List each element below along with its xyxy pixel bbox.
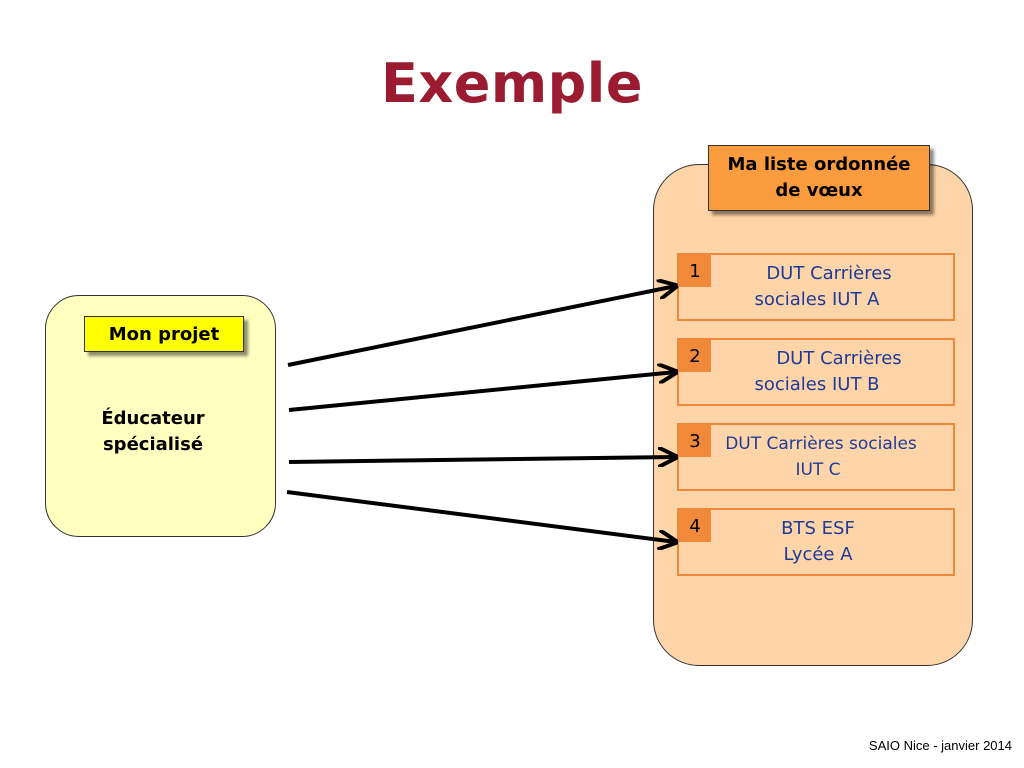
- wishlist-label: Ma liste ordonnée de vœux: [708, 145, 930, 211]
- choice-item-line-1: BTS ESF: [781, 518, 855, 539]
- choice-number-badge: 2: [679, 340, 711, 372]
- choice-number-badge: 3: [679, 425, 711, 457]
- choice-item-text: DUT Carrières sociales IUT B: [679, 346, 953, 398]
- choice-item-line-1: DUT Carrières: [776, 348, 902, 369]
- choice-number-badge: 1: [679, 255, 711, 287]
- choice-item-line-1: DUT Carrières: [766, 263, 892, 284]
- project-text: Éducateur spécialisé: [68, 406, 238, 458]
- project-label: Mon projet: [84, 316, 244, 352]
- wishlist-label-line-1: Ma liste ordonnée: [727, 154, 911, 175]
- choice-item-text: DUT Carrières sociales IUT A: [679, 261, 953, 313]
- arrow-to-choice-2: [288, 372, 676, 412]
- choice-item-line-2: Lycée A: [783, 544, 853, 565]
- choice-item-2: DUT Carrières sociales IUT B 2: [677, 338, 955, 406]
- page-title: Exemple: [381, 52, 643, 115]
- arrow-to-choice-1: [287, 286, 676, 367]
- footer-text: SAIO Nice - janvier 2014: [868, 738, 1012, 753]
- choice-item-line-2: IUT C: [795, 460, 841, 480]
- project-line-1: Éducateur: [101, 408, 205, 429]
- choice-item-4: BTS ESF Lycée A 4: [677, 508, 955, 576]
- choice-item-line-2: sociales IUT B: [754, 374, 880, 395]
- wishlist-label-line-2: de vœux: [775, 180, 863, 201]
- choice-item-3: DUT Carrières sociales IUT C 3: [677, 423, 955, 491]
- choice-item-text: DUT Carrières sociales IUT C: [679, 431, 953, 483]
- choice-number-badge: 4: [679, 510, 711, 542]
- choice-item-line-2: sociales IUT A: [754, 289, 880, 310]
- project-line-2: spécialisé: [102, 434, 204, 455]
- choice-item-line-1: DUT Carrières sociales: [725, 434, 917, 454]
- wishlist-box: [653, 164, 973, 666]
- arrow-to-choice-4: [286, 490, 676, 542]
- choice-item-1: DUT Carrières sociales IUT A 1: [677, 253, 955, 321]
- arrow-to-choice-3: [288, 457, 676, 462]
- choice-item-text: BTS ESF Lycée A: [679, 516, 953, 568]
